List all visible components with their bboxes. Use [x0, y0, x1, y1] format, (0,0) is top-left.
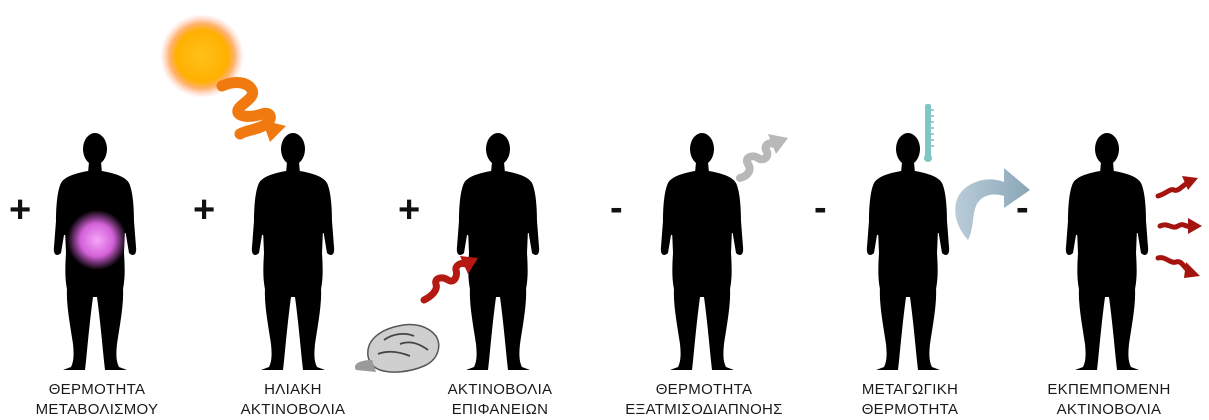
component-metabolism: +: [9, 133, 136, 370]
caption-line2: ΕΞΑΤΜΙΣΟΔΙΑΠΝΟΗΣ: [625, 401, 783, 418]
human-silhouette: [661, 133, 743, 370]
minus-sign: -: [1016, 187, 1029, 229]
caption-line1: ΘΕΡΜΟΤΗΤΑ: [49, 381, 146, 398]
caption-line2: ΕΠΙΦΑΝΕΙΩΝ: [452, 401, 549, 418]
plus-sign: +: [193, 189, 215, 231]
component-solar: +: [160, 14, 334, 370]
human-silhouette: [252, 133, 334, 370]
component-emitted-radiation: -: [1016, 133, 1202, 370]
human-silhouette: [457, 133, 539, 370]
human-silhouette: [1066, 133, 1148, 370]
plus-sign: +: [9, 189, 31, 231]
captions: ΘΕΡΜΟΤΗΤΑ ΜΕΤΑΒΟΛΙΣΜΟΥ ΗΛΙΑΚΗ ΑΚΤΙΝΟΒΟΛΙ…: [36, 381, 1171, 418]
minus-sign: -: [610, 187, 623, 229]
caption-line1: ΗΛΙΑΚΗ: [264, 381, 322, 398]
thermometer-icon: [924, 104, 934, 162]
rock-icon: [355, 324, 439, 372]
vapor-icon: [740, 134, 788, 178]
human-silhouette: [867, 133, 949, 370]
caption-line1: ΜΕΤΑΓΩΓΙΚΗ: [862, 381, 958, 398]
caption-line2: ΘΕΡΜΟΤΗΤΑ: [862, 401, 959, 418]
minus-sign: -: [814, 187, 827, 229]
component-convection: -: [814, 104, 1030, 370]
caption-line2: ΑΚΤΙΝΟΒΟΛΙΑ: [1057, 401, 1162, 418]
emitted-radiation-icon: [1158, 176, 1202, 278]
solar-ray-arrow-icon: [222, 83, 286, 142]
plus-sign: +: [398, 189, 420, 231]
component-evaporation: -: [610, 133, 788, 370]
caption-line2: ΜΕΤΑΒΟΛΙΣΜΟΥ: [36, 401, 159, 418]
caption-line1: ΕΚΠΕΜΠΟΜΕΝΗ: [1047, 381, 1170, 398]
caption-line1: ΑΚΤΙΝΟΒΟΛΙΑ: [448, 381, 553, 398]
metabolism-glow-icon: [67, 210, 127, 270]
caption-line1: ΘΕΡΜΟΤΗΤΑ: [656, 381, 753, 398]
caption-line2: ΑΚΤΙΝΟΒΟΛΙΑ: [241, 401, 346, 418]
component-surface-radiation: +: [355, 133, 539, 372]
